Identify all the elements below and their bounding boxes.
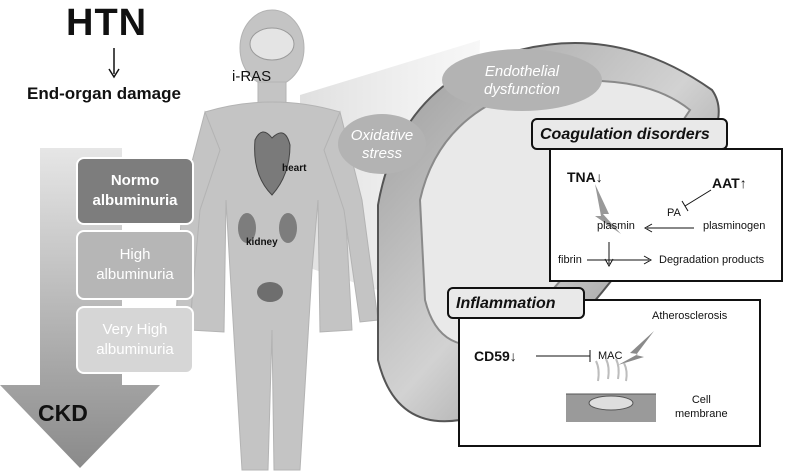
fibrin-label: fibrin (558, 254, 582, 266)
atherosclerosis-label: Atherosclerosis (652, 310, 728, 322)
tna-bolt-icon (595, 184, 621, 234)
coagulation-arrows (587, 184, 712, 268)
oxidative-stress-ellipse (338, 114, 426, 174)
coagulation-title: Coagulation disorders (531, 118, 728, 150)
cell-membrane-line2: membrane (675, 408, 728, 420)
cd59-label: CD59↓ (474, 348, 517, 364)
brain-illustration (249, 27, 295, 61)
oxidative-line2: stress (361, 145, 402, 162)
heart-illustration (254, 131, 291, 196)
kidney-right-illustration (279, 213, 297, 243)
cell-membrane-label: Cell membrane (675, 393, 728, 421)
oxidative-line1: Oxidative (350, 127, 414, 144)
normo-albuminuria-box: Normo albuminuria (76, 157, 194, 225)
atherosclerosis-bolt-icon (618, 331, 654, 365)
ckd-label: CKD (38, 400, 88, 426)
high-albuminuria-line2: albuminuria (96, 266, 174, 283)
plasminogen-label: plasminogen (703, 220, 766, 232)
kidney-label: kidney (246, 237, 278, 248)
bladder-illustration (257, 282, 283, 302)
pa-label: PA (667, 207, 681, 219)
heart-label: heart (282, 163, 307, 174)
aat-label: AAT↑ (712, 175, 747, 191)
very-high-albuminuria-line1: Very High (102, 321, 168, 338)
normo-albuminuria-line1: Normo (110, 172, 160, 189)
endothelial-line1: Endothelial (484, 63, 560, 80)
inflammation-title: Inflammation (447, 287, 585, 319)
endothelial-dysfunction-ellipse (442, 49, 602, 111)
htn-label: HTN (66, 2, 148, 44)
very-high-albuminuria-line2: albuminuria (96, 341, 174, 358)
endothelial-dysfunction-label: Endothelial dysfunction (452, 63, 592, 99)
high-albuminuria-line1: High (119, 246, 151, 263)
very-high-albuminuria-box: Very High albuminuria (76, 306, 194, 374)
high-albuminuria-box: High albuminuria (76, 230, 194, 300)
cell-membrane-line1: Cell (691, 394, 711, 406)
degradation-products-label: Degradation products (659, 254, 765, 266)
inflammation-arrows (536, 331, 656, 422)
kidney-left-illustration (238, 213, 256, 243)
mac-label: MAC (598, 350, 623, 362)
normo-albuminuria-line2: albuminuria (92, 192, 178, 209)
cell-membrane-pore-illustration (566, 358, 656, 422)
plasmin-label: plasmin (597, 220, 635, 232)
iras-label: i-RAS (232, 68, 272, 85)
tna-label: TNA↓ (567, 169, 603, 185)
oxidative-stress-label: Oxidative stress (342, 127, 422, 163)
endothelial-line2: dysfunction (484, 81, 560, 98)
end-organ-damage-label: End-organ damage (27, 84, 181, 103)
